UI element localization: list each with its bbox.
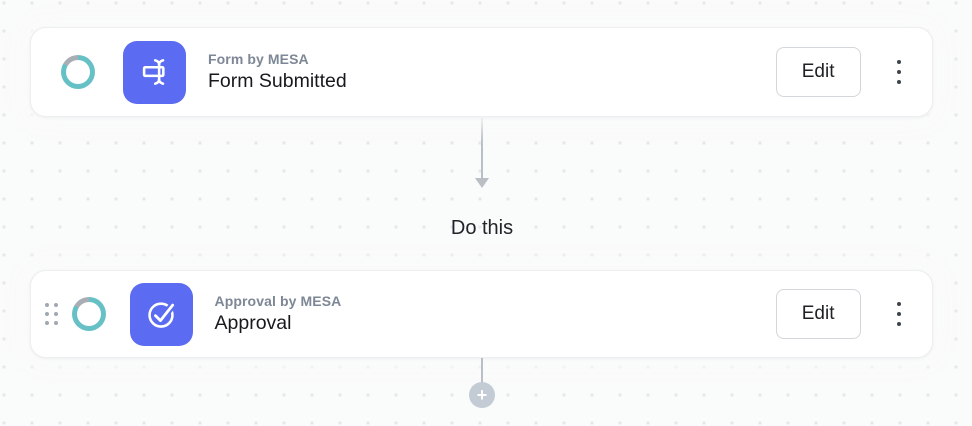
step-status-ring[interactable] [61, 55, 95, 89]
step-app-label: Approval by MESA [214, 293, 342, 309]
step-status-ring-hole [76, 302, 101, 326]
arrow-down-icon [475, 178, 489, 188]
kebab-menu-icon[interactable] [895, 298, 904, 331]
approval-icon [148, 301, 177, 328]
connector-label: Do this [450, 217, 514, 239]
connector-line [481, 118, 483, 178]
edit-button[interactable]: Edit [775, 289, 861, 339]
step-title: Approval [214, 312, 292, 334]
step-app-label: Form by MESA [208, 51, 309, 67]
form-icon [142, 59, 165, 85]
step-status-ring-hole [66, 60, 90, 84]
drag-handle-icon[interactable] [45, 303, 58, 325]
workflow-step-card-trigger[interactable]: Form by MESA Form Submitted Edit [30, 27, 933, 117]
step-text-block: Form by MESA Form Submitted [208, 51, 347, 93]
workflow-step-card-action[interactable]: Approval by MESA Approval Edit [30, 270, 933, 358]
app-icon-tile [129, 282, 193, 346]
add-step-button[interactable]: + [469, 382, 495, 408]
connector-line [481, 358, 483, 385]
step-status-ring[interactable] [71, 297, 106, 331]
step-text-block: Approval by MESA Approval [215, 293, 342, 335]
app-icon-tile [123, 40, 186, 104]
step-title: Form Submitted [208, 70, 347, 92]
edit-button[interactable]: Edit [775, 47, 861, 97]
kebab-menu-icon[interactable] [895, 56, 904, 89]
